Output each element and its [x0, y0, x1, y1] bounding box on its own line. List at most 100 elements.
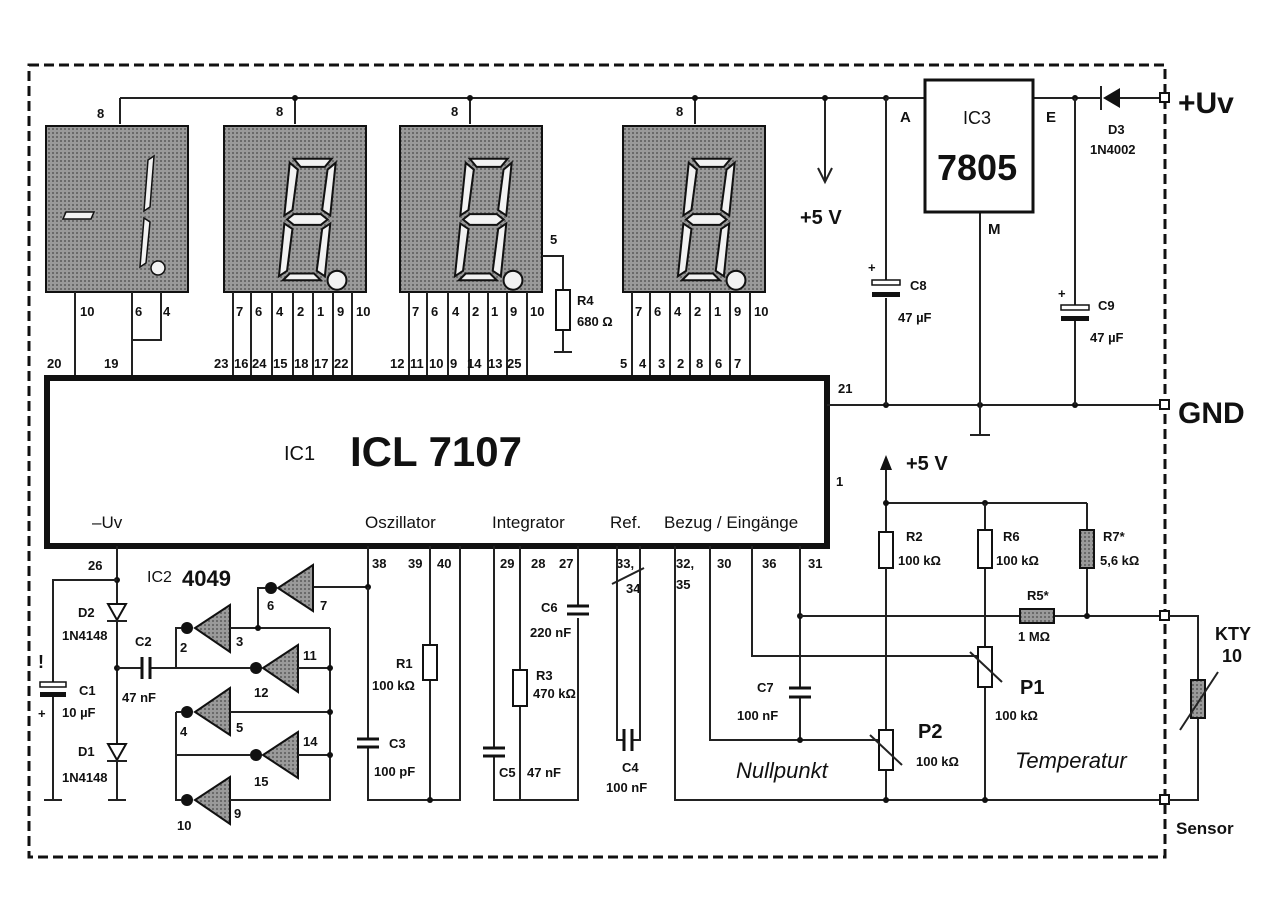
display-3: [399, 125, 543, 293]
disp2-pin: 9: [337, 304, 344, 319]
d1-diode: [106, 743, 128, 763]
ic3-pin-a: A: [900, 109, 911, 126]
ic1-pin: 25: [507, 356, 521, 371]
disp3-pin: 2: [472, 304, 479, 319]
disp4-pin: 10: [754, 304, 768, 319]
disp3-common-pin: 8: [451, 104, 458, 119]
disp2-pin: 10: [356, 304, 370, 319]
ic3-ref: IC3: [963, 108, 991, 128]
c5-value: 47 nF: [527, 765, 561, 780]
svg-text:15: 15: [254, 774, 268, 789]
disp1-common-pin: 8: [97, 106, 104, 121]
ic2-gate-5: [261, 730, 299, 780]
d1-value: 1N4148: [62, 770, 108, 785]
c2-value: 47 nF: [122, 690, 156, 705]
c4-value: 100 nF: [606, 780, 647, 795]
r1-label: R1: [396, 656, 413, 671]
ic1-pin-27: 27: [559, 556, 573, 571]
d1-label: D1: [78, 744, 95, 759]
sensor-caption: Sensor: [1176, 819, 1234, 838]
kty10-sensor: [1190, 679, 1206, 719]
ic1-pin: 10: [429, 356, 443, 371]
svg-text:+: +: [1058, 286, 1066, 301]
ic1-pin-33: 33,: [616, 556, 634, 571]
disp3-pin: 7: [412, 304, 419, 319]
disp1-pin: 10: [80, 304, 94, 319]
r2-resistor: [878, 531, 894, 569]
ic3-pin-e: E: [1046, 109, 1056, 126]
ic1-pin: 14: [467, 356, 482, 371]
kty-label: KTY: [1215, 624, 1251, 644]
p2-label: P2: [918, 721, 942, 743]
ic1-ref-section: Ref.: [610, 513, 641, 532]
display-1: [45, 125, 189, 293]
ic1-pin-36: 36: [762, 556, 776, 571]
r6-label: R6: [1003, 529, 1020, 544]
disp2-pin: 2: [297, 304, 304, 319]
ic1-pin: 19: [104, 356, 118, 371]
kty-value: 10: [1222, 646, 1242, 666]
ic2-gate-6: [193, 775, 231, 826]
disp2-pin: 4: [276, 304, 284, 319]
r4-label: R4: [577, 293, 594, 308]
ic3-pin-m: M: [988, 221, 1001, 238]
ic1-pin: 11: [410, 356, 424, 371]
plus5v-label-mid: +5 V: [906, 453, 948, 475]
ic1-pin-34: 34: [626, 581, 641, 596]
p1-value: 100 kΩ: [995, 708, 1038, 723]
ic1-name: ICL 7107: [350, 428, 522, 475]
c8-value: 47 µF: [898, 310, 932, 325]
r4-value: 680 Ω: [577, 314, 613, 329]
display-2: [223, 125, 367, 293]
ic1-pin-28: 28: [531, 556, 545, 571]
d3-diode: [1103, 88, 1120, 108]
plus-uv-label: +Uv: [1178, 87, 1234, 120]
ic1-oscillator: Oszillator: [365, 513, 436, 532]
svg-text:12: 12: [254, 685, 268, 700]
ic1-pin: 16: [234, 356, 248, 371]
ic2-name: 4049: [182, 566, 231, 591]
svg-text:7: 7: [320, 598, 327, 613]
disp2-pin: 6: [255, 304, 262, 319]
svg-text:+: +: [38, 706, 46, 721]
ic1-pin: 4: [639, 356, 647, 371]
c5-label: C5: [499, 765, 516, 780]
ic1-pin-40: 40: [437, 556, 451, 571]
ic1-pin: 9: [450, 356, 457, 371]
ic2-gate-1: [276, 563, 314, 613]
r3-label: R3: [536, 668, 553, 683]
d3-label: D3: [1108, 122, 1125, 137]
ic1-pin-39: 39: [408, 556, 422, 571]
svg-text:10: 10: [177, 818, 191, 833]
ic3-name: 7805: [937, 147, 1017, 188]
c1-value: 10 µF: [62, 705, 96, 720]
c6-label: C6: [541, 600, 558, 615]
svg-text:11: 11: [303, 648, 317, 663]
c3-label: C3: [389, 736, 406, 751]
d2-value: 1N4148: [62, 628, 108, 643]
disp4-pin: 4: [674, 304, 682, 319]
svg-text:4: 4: [180, 724, 188, 739]
disp4-pin: 7: [635, 304, 642, 319]
disp1-pin: 4: [163, 304, 171, 319]
ic1-pin-32: 32,: [676, 556, 694, 571]
r5-value: 1 MΩ: [1018, 629, 1050, 644]
board-outline: [27, 63, 1167, 859]
r5-resistor: [1019, 608, 1055, 624]
disp4-pin: 2: [694, 304, 701, 319]
r5-label: R5*: [1027, 588, 1050, 603]
c4-label: C4: [622, 760, 639, 775]
ic3-regulator: [923, 78, 1035, 214]
r6-resistor: [977, 529, 993, 569]
r6-value: 100 kΩ: [996, 553, 1039, 568]
c7-value: 100 nF: [737, 708, 778, 723]
ic1-pin: 22: [334, 356, 348, 371]
ic1-pin: 13: [488, 356, 502, 371]
r7-resistor: [1079, 529, 1095, 569]
disp4-common-pin: 8: [676, 104, 683, 119]
c9-value: 47 µF: [1090, 330, 1124, 345]
p2-value: 100 kΩ: [916, 754, 959, 769]
ic1-pin: 15: [273, 356, 287, 371]
disp2-pin: 1: [317, 304, 324, 319]
